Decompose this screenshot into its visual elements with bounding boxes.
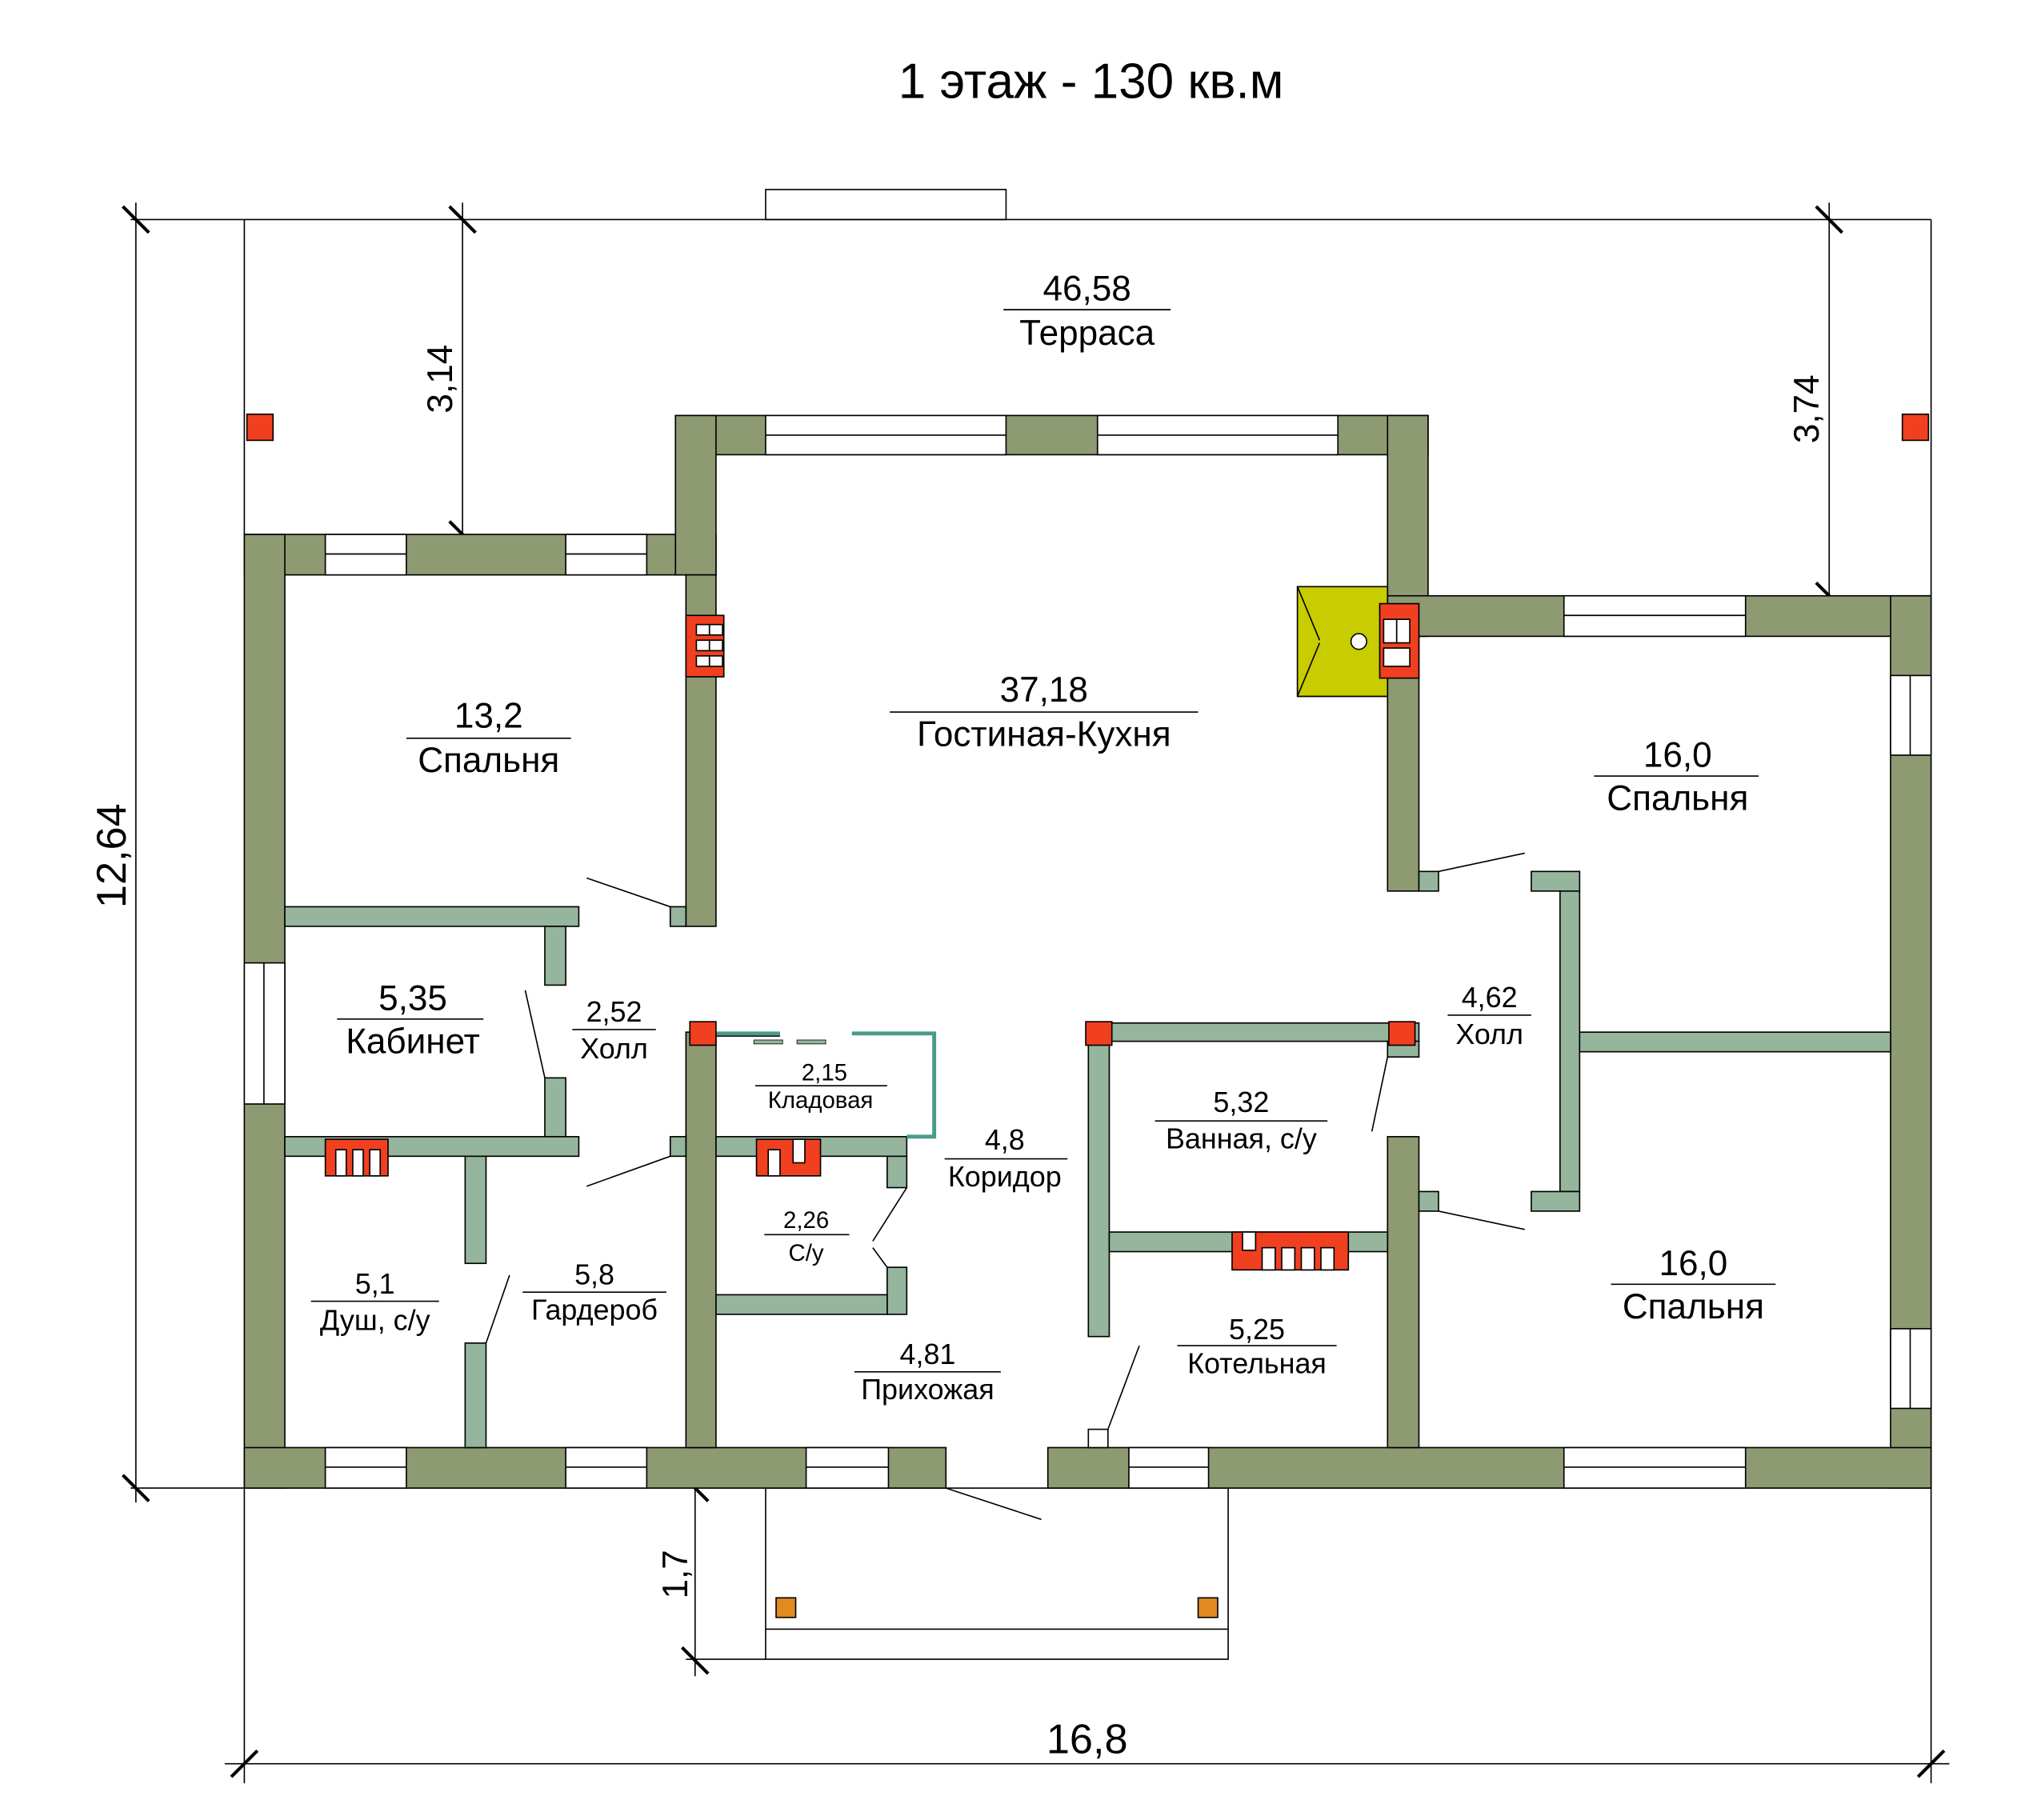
inner-walls [284,870,1891,1449]
svg-text:4,8: 4,8 [985,1123,1025,1156]
svg-text:46,58: 46,58 [1043,270,1131,309]
svg-text:Кабинет: Кабинет [346,1022,480,1061]
svg-text:Холл: Холл [1455,1018,1523,1050]
svg-text:Ванная, с/у: Ванная, с/у [1166,1122,1317,1155]
svg-text:2,15: 2,15 [802,1060,847,1086]
svg-text:Спальня: Спальня [1623,1287,1764,1326]
svg-text:5,1: 5,1 [355,1267,395,1300]
svg-text:2,52: 2,52 [586,995,642,1028]
porch-post [775,1597,797,1618]
dim-porch: 1,7 [656,1550,695,1598]
porch-post [1197,1597,1219,1618]
svg-text:Прихожая: Прихожая [861,1373,994,1406]
svg-text:2,26: 2,26 [783,1207,829,1234]
dim-total-height: 12,64 [89,803,135,908]
svg-text:Спальня: Спальня [1607,779,1748,818]
svg-text:4,81: 4,81 [900,1338,956,1370]
svg-text:16,0: 16,0 [1643,736,1712,775]
terrace-post [1901,413,1930,442]
svg-text:Холл: Холл [580,1032,648,1065]
svg-text:Котельная: Котельная [1187,1346,1327,1379]
svg-text:Кладовая: Кладовая [768,1087,874,1114]
terrace-post [246,413,274,442]
svg-text:13,2: 13,2 [454,697,523,736]
dim-total-width: 16,8 [1047,1717,1128,1763]
svg-text:37,18: 37,18 [1000,670,1088,710]
fireplace-icon [1296,586,1389,698]
svg-text:С/у: С/у [789,1240,824,1266]
dim-terrace-left: 3,14 [421,345,460,414]
svg-text:Гостиная-Кухня: Гостиная-Кухня [917,715,1171,754]
plan-title: 1 этаж - 130 кв.м [898,54,1284,110]
svg-text:Душ, с/у: Душ, с/у [320,1304,430,1337]
chimneys [324,586,1420,1271]
svg-text:Гардероб: Гардероб [531,1293,658,1326]
svg-text:Спальня: Спальня [418,741,559,780]
door-swings [485,852,1525,1521]
windows [243,414,1932,1489]
svg-text:5,25: 5,25 [1229,1313,1285,1346]
svg-text:5,35: 5,35 [378,978,447,1018]
dim-terrace-right: 3,74 [1787,374,1827,443]
svg-text:5,8: 5,8 [574,1258,614,1290]
svg-text:Коридор: Коридор [948,1160,1062,1193]
svg-text:5,32: 5,32 [1213,1086,1269,1118]
svg-text:4,62: 4,62 [1462,981,1518,1014]
outer-walls [243,414,1932,1489]
svg-text:Терраса: Терраса [1019,314,1155,353]
room-wc: 2,26С/у [764,1207,850,1266]
svg-text:16,0: 16,0 [1659,1244,1728,1283]
